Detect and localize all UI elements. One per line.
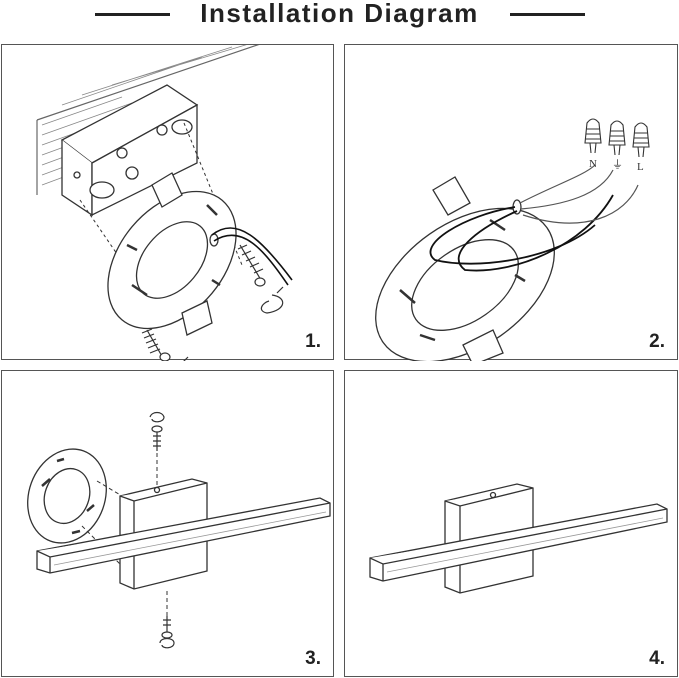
ground-label: ⏚	[612, 158, 623, 171]
screw-top	[149, 411, 165, 451]
live-label: L	[637, 161, 644, 173]
supply-wires	[211, 227, 293, 286]
light-bar	[369, 503, 668, 582]
step-number: 2.	[649, 331, 665, 352]
fixture-wires	[429, 194, 614, 272]
header-rule-left	[95, 13, 170, 16]
screw-right	[237, 244, 284, 314]
neutral-label: N	[589, 158, 597, 170]
page-title: Installation Diagram	[200, 0, 479, 28]
mounting-plate	[375, 176, 555, 361]
step-4-illustration	[369, 483, 668, 594]
wire-connectors	[584, 118, 650, 158]
step-2-panel: N ⏚ L 2.	[344, 44, 678, 361]
mounting-plate	[27, 448, 107, 544]
junction-box	[60, 84, 199, 217]
header-rule-right	[510, 13, 585, 16]
step-3-panel: 3.	[1, 370, 334, 677]
step-number: 3.	[305, 648, 321, 669]
step-4-panel: 4.	[344, 370, 678, 677]
step-1-illustration	[36, 45, 293, 361]
header: Installation Diagram	[0, 0, 679, 28]
light-bar	[36, 497, 331, 574]
step-number: 1.	[305, 331, 321, 352]
supply-wires	[519, 164, 639, 224]
mounting-plate	[107, 172, 237, 336]
screw-bottom	[159, 616, 175, 649]
step-2-illustration: N ⏚ L	[375, 118, 650, 361]
step-number: 4.	[649, 648, 665, 669]
step-1-panel: 1.	[1, 44, 334, 361]
step-3-illustration	[27, 411, 331, 649]
screw-left	[141, 328, 189, 361]
